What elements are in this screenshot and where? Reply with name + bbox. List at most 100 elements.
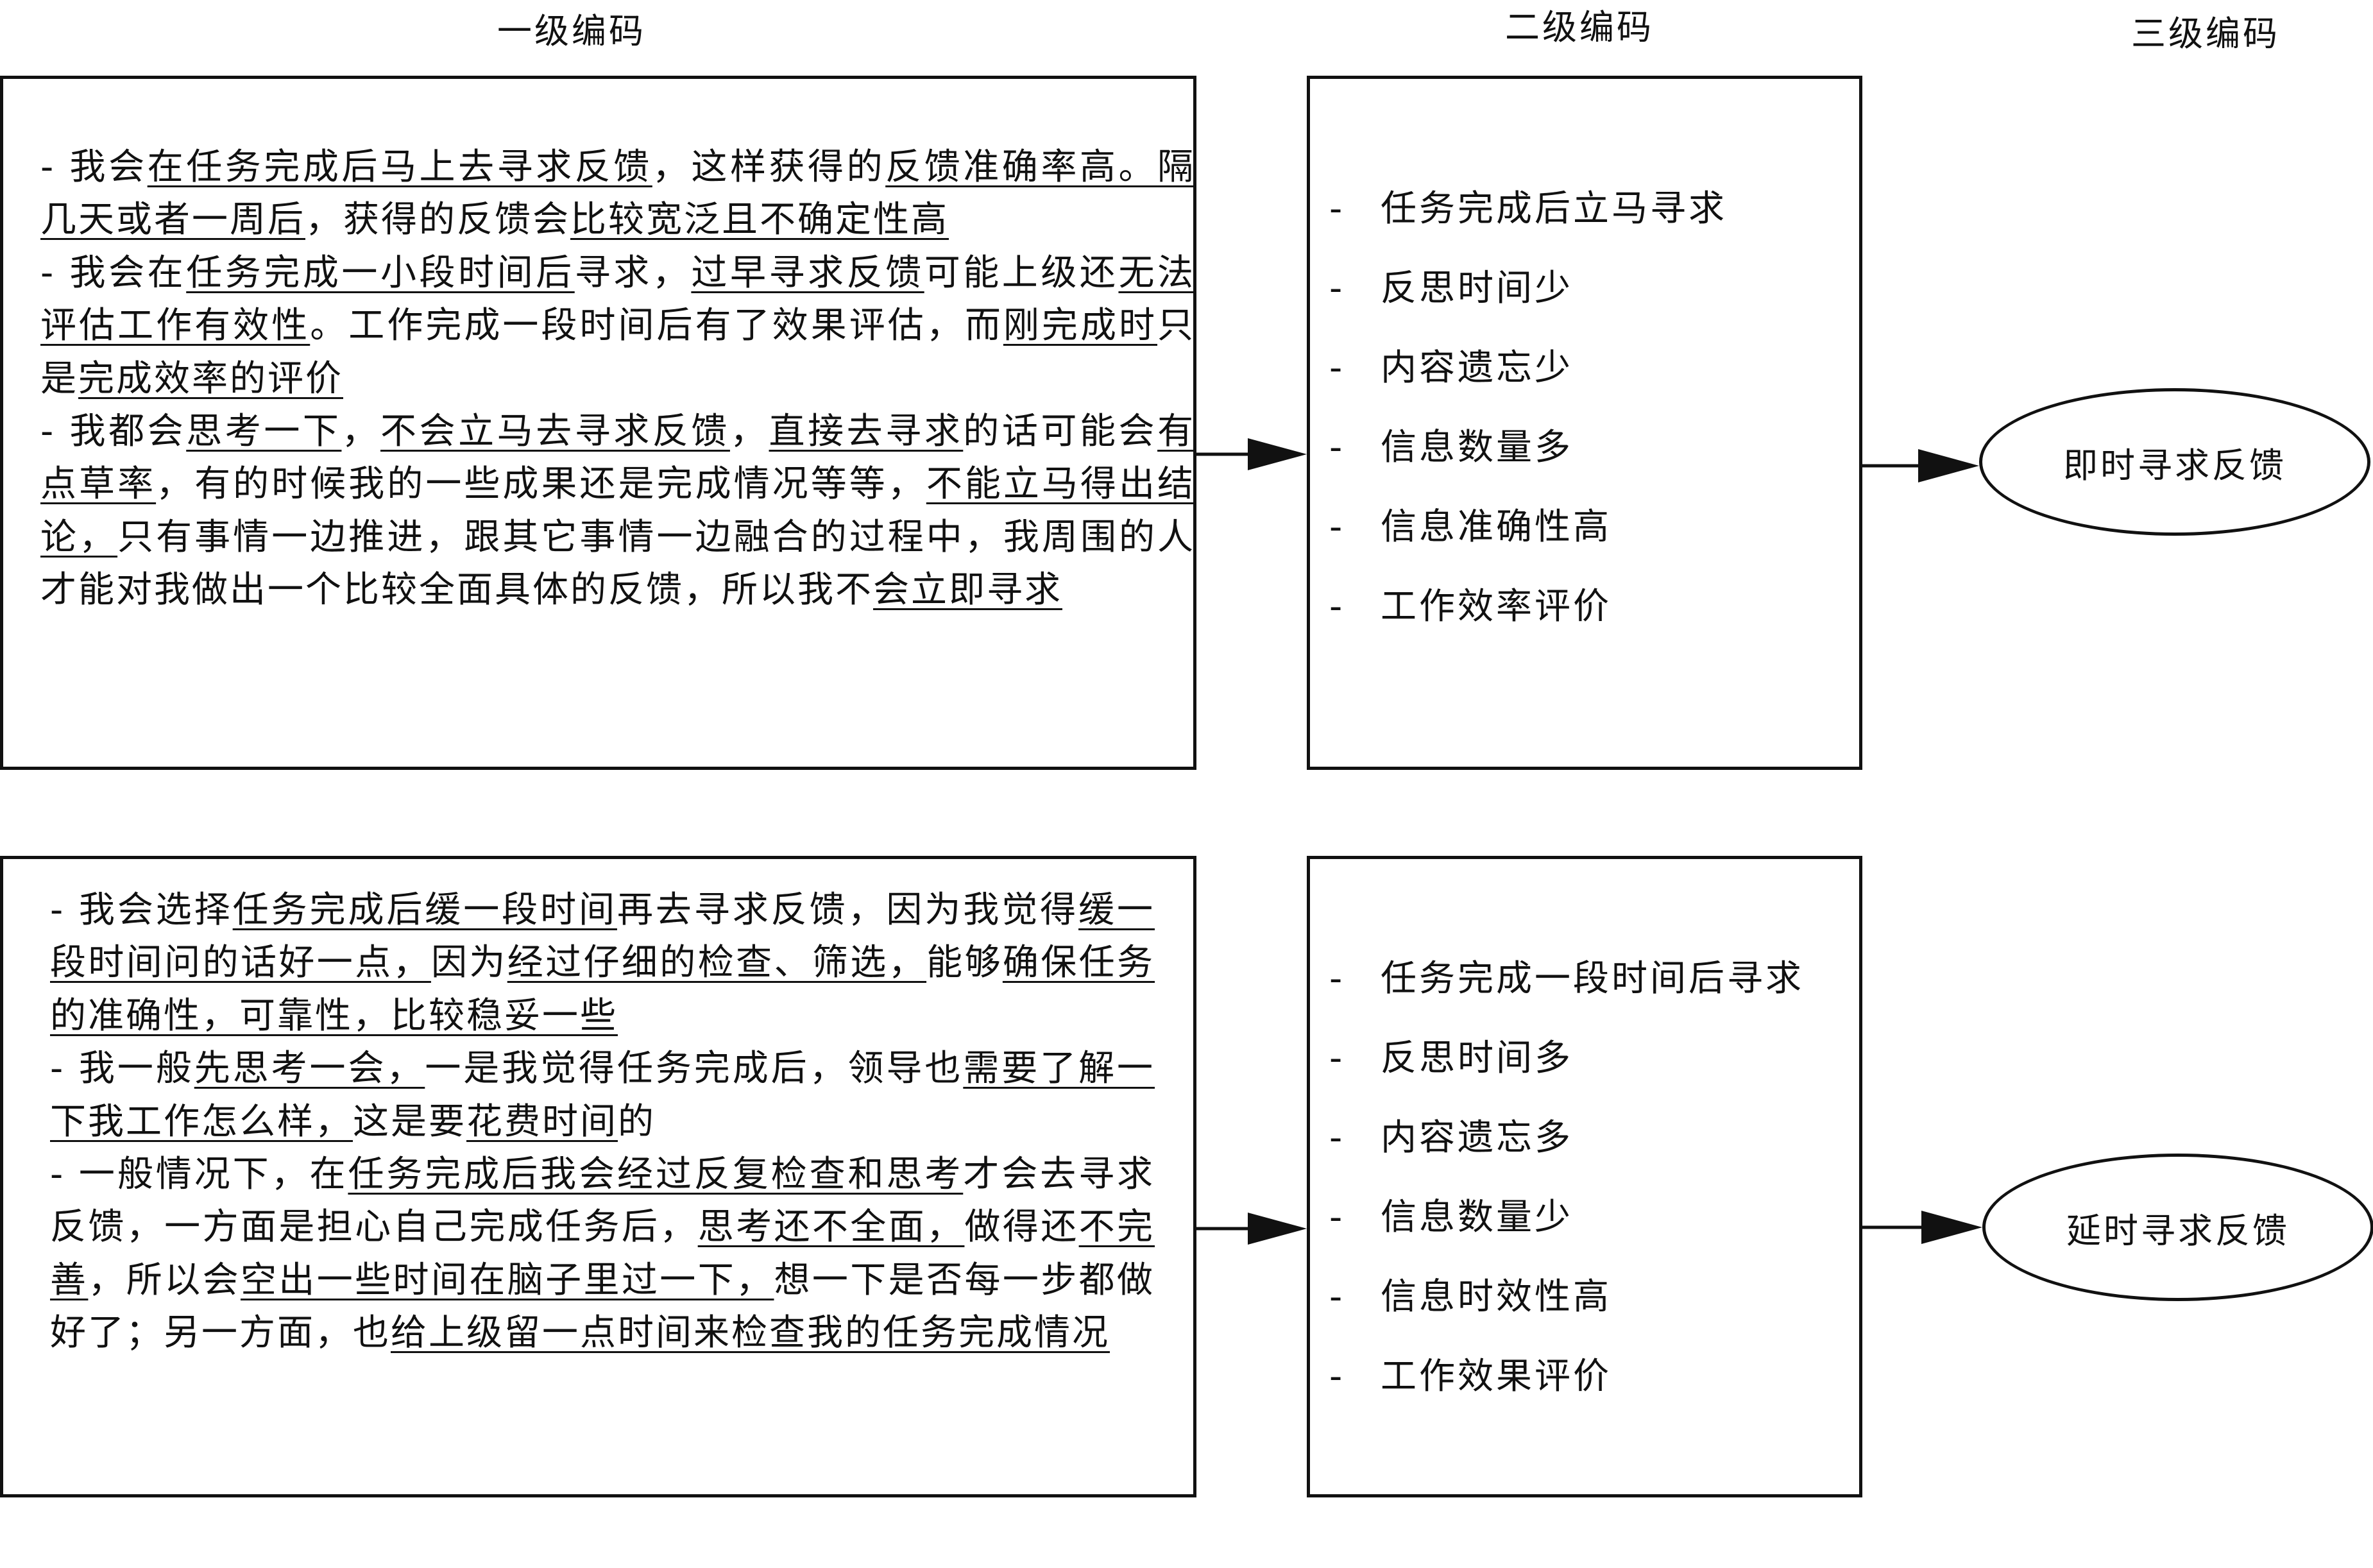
underlined-phrase: 不能立马得出结论， <box>40 463 1196 558</box>
quote-text: 可能上级还 <box>924 251 1119 294</box>
quote-text: - 一般情况下，在 <box>50 1154 348 1196</box>
underlined-phrase: 需要了解一下我工作怎么样， <box>50 1048 1155 1143</box>
level2-code: -任务完成一段时间后寻求 <box>1329 950 1804 1001</box>
level2-code: -内容遗忘少 <box>1329 339 1573 391</box>
underlined-phrase: 反馈准确率高。 <box>885 146 1158 188</box>
underlined-phrase: 会立即寻求 <box>873 569 1062 611</box>
level1-box-1 <box>0 76 1196 770</box>
level2-box-1 <box>1307 76 1862 770</box>
quote-text: ， <box>729 411 769 453</box>
quote-paragraph: - 我一般先思考一会，一是我觉得任务完成后，领导也需要了解一下我工作怎么样，这是… <box>50 1043 1155 1148</box>
underlined-phrase: 思考还不全面， <box>697 1206 965 1248</box>
quote-text: ，有的时候我的一些成果还是完成情况等等， <box>156 463 926 506</box>
quote-text: ，获得的反馈会 <box>305 199 570 241</box>
bullet-dash: - <box>1329 427 1345 468</box>
quote-text: 的 <box>618 1100 656 1143</box>
quote-text: - 我都会 <box>40 411 187 453</box>
quote-paragraph: - 我会在任务完成后马上去寻求反馈，这样获得的反馈准确率高。隔几天或者一周后，获… <box>40 141 1195 247</box>
quote-text: 一是我觉得任务完成后，领导也 <box>425 1048 964 1090</box>
level2-code-label: 反思时间多 <box>1381 1037 1573 1079</box>
arrow-l2-l3-1 <box>1862 449 1979 482</box>
arrow-l2-l3-2 <box>1862 1211 1982 1244</box>
quote-text: 才会去寻求反馈，一方面是担心自己完成任务后， <box>50 1154 1155 1248</box>
level3-header: 三级编码 <box>2131 13 2280 54</box>
bullet-dash: - <box>1329 188 1345 230</box>
level2-code-label: 信息时效性高 <box>1381 1276 1612 1318</box>
underlined-phrase: 先思考一会， <box>194 1048 425 1090</box>
quote-text: 再去寻求反馈，因为我觉得 <box>617 889 1079 931</box>
level3-ellipse-2: 延时寻求反馈 <box>1982 1154 2373 1301</box>
quote-text: 做得还 <box>964 1206 1079 1248</box>
level1-header: 一级编码 <box>497 11 646 51</box>
underlined-phrase: 比较宽泛且不确定性高 <box>570 199 949 241</box>
underlined-phrase: 空出一些时间在脑子里过一下， <box>240 1259 774 1301</box>
bullet-dash: - <box>1329 1117 1345 1159</box>
level2-header: 二级编码 <box>1505 7 1654 47</box>
level2-code: -信息数量多 <box>1329 418 1573 470</box>
level2-code-label: 工作效果评价 <box>1381 1356 1612 1397</box>
level2-code-label: 工作效率评价 <box>1381 586 1612 627</box>
underlined-phrase: 思考一下 <box>186 411 342 453</box>
underlined-phrase: 任务完成后我会经过反复检查和思考 <box>348 1154 964 1196</box>
level2-code-label: 信息数量少 <box>1381 1197 1573 1238</box>
quote-text: - 我会选择 <box>50 889 233 931</box>
level2-code: -反思时间少 <box>1329 259 1573 311</box>
bullet-dash: - <box>1329 1356 1345 1397</box>
level2-code: -内容遗忘多 <box>1329 1109 1573 1161</box>
level2-code-label: 信息数量多 <box>1381 427 1573 468</box>
level2-code: -信息数量少 <box>1329 1188 1573 1240</box>
underlined-phrase: 有点草率 <box>40 411 1196 506</box>
level2-box-2 <box>1307 856 1862 1497</box>
underlined-phrase: 完成效率的评价 <box>78 357 343 400</box>
level2-code: -信息准确性高 <box>1329 498 1612 550</box>
bullet-dash: - <box>1329 506 1345 548</box>
underlined-phrase: 在任务完成后马上去寻求反馈 <box>147 146 652 188</box>
quote-text: 的话可能会 <box>963 411 1158 453</box>
quote-text: - 我会在 <box>40 251 187 294</box>
underlined-phrase: 任务完成后缓一段时间 <box>232 889 617 931</box>
underlined-phrase: 经过仔细的检查、筛选， <box>507 942 927 984</box>
underlined-phrase: 刚完成时 <box>1003 305 1158 347</box>
quote-text: - 我一般 <box>50 1048 194 1090</box>
quote-paragraph: - 我会选择任务完成后缓一段时间再去寻求反馈，因为我觉得缓一段时间问的话好一点，… <box>50 884 1155 1043</box>
quote-text: ，所以会 <box>88 1259 241 1301</box>
quote-text: 只是 <box>40 305 1196 400</box>
quote-text: 只有事情一边推进，跟其它事情一边融合的过程中，我周围的人才能对我做出一个比较全面… <box>40 516 1196 611</box>
quote-paragraph: - 一般情况下，在任务完成后我会经过反复检查和思考才会去寻求反馈，一方面是担心自… <box>50 1148 1155 1360</box>
quote-text: - 我会 <box>40 146 148 188</box>
bullet-dash: - <box>1329 268 1345 309</box>
level2-code-label: 任务完成一段时间后寻求 <box>1381 958 1804 1000</box>
level2-code: -信息时效性高 <box>1329 1268 1612 1320</box>
level2-code-label: 信息准确性高 <box>1381 506 1612 548</box>
level1-quotes-1: - 我会在任务完成后马上去寻求反馈，这样获得的反馈准确率高。隔几天或者一周后，获… <box>40 141 1195 617</box>
underlined-phrase: 不完善 <box>50 1206 1155 1301</box>
quote-text: 因为 <box>430 942 507 984</box>
underlined-phrase: 无法评估工作有效性 <box>40 251 1196 347</box>
level2-code: -任务完成后立马寻求 <box>1329 180 1727 232</box>
level2-code-label: 内容遗忘多 <box>1381 1117 1573 1159</box>
quote-paragraph: - 我会在任务完成一小段时间后寻求，过早寻求反馈可能上级还无法评估工作有效性。工… <box>40 247 1195 405</box>
quote-text: ， <box>341 411 380 453</box>
level2-code-label: 任务完成后立马寻求 <box>1381 188 1727 230</box>
bullet-dash: - <box>1329 586 1345 627</box>
bullet-dash: - <box>1329 1197 1345 1238</box>
quote-paragraph: - 我都会思考一下，不会立马去寻求反馈，直接去寻求的话可能会有点草率，有的时候我… <box>40 405 1195 617</box>
underlined-phrase: 任务完成一小段时间后 <box>186 251 575 294</box>
level2-code-label: 反思时间少 <box>1381 268 1573 309</box>
level3-label-1: 即时寻求反馈 <box>2063 445 2286 486</box>
bullet-dash: - <box>1329 958 1345 1000</box>
underlined-phrase: 缓一段时间问的话好一点， <box>50 889 1155 984</box>
quote-text: 寻求， <box>574 251 692 294</box>
underlined-phrase: 隔几天或者一周后 <box>40 146 1196 241</box>
quote-text: 能够 <box>926 942 1003 984</box>
level3-label-2: 延时寻求反馈 <box>2066 1210 2290 1251</box>
quote-text: 这是要 <box>353 1100 466 1143</box>
underlined-phrase: 直接去寻求 <box>769 411 964 453</box>
arrow-l1-l2-1 <box>1196 438 1307 470</box>
underlined-phrase: 确保任务的准确性，可靠性，比较稳妥一些 <box>50 942 1155 1037</box>
bullet-dash: - <box>1329 1037 1345 1079</box>
level1-quotes-2: - 我会选择任务完成后缓一段时间再去寻求反馈，因为我觉得缓一段时间问的话好一点，… <box>50 884 1155 1360</box>
bullet-dash: - <box>1329 347 1345 389</box>
level3-ellipse-1: 即时寻求反馈 <box>1979 388 2370 536</box>
